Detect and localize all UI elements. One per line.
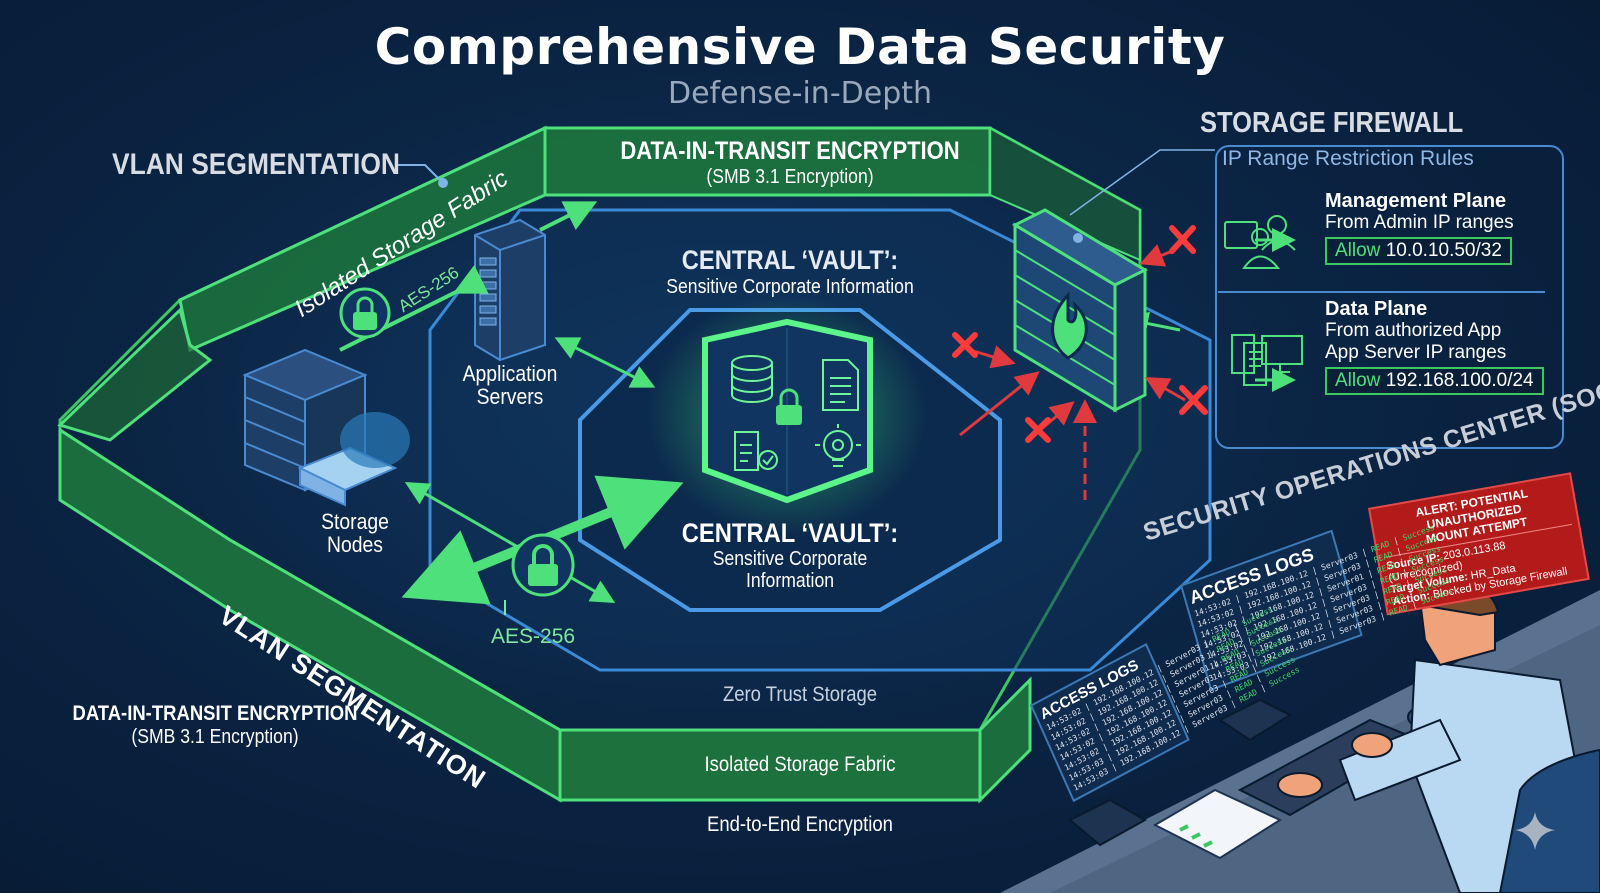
storage-nodes-label-line1: Storage: [321, 509, 389, 534]
rule-description: From Admin IP ranges: [1325, 212, 1514, 233]
zero-trust-storage-label: Zero Trust Storage: [722, 683, 878, 706]
page-subtitle: Defense-in-Depth: [667, 76, 933, 111]
page-title: Comprehensive Data Security: [374, 18, 1226, 76]
central-vault-bottom-title: CENTRAL ‘VAULT’:: [681, 518, 899, 548]
vlan-segmentation-label: VLAN SEGMENTATION: [112, 148, 400, 181]
transit-encryption-top-subtitle: (SMB 3.1 Encryption): [706, 166, 874, 188]
end-to-end-encryption-label: End-to-End Encryption: [707, 813, 893, 836]
firewall-rules-panel: [1215, 145, 1564, 449]
central-vault-top-title: CENTRAL ‘VAULT’:: [681, 245, 899, 275]
lock-icon: [776, 388, 802, 425]
lightbulb-gear-icon: [815, 424, 861, 467]
document-icon: [822, 359, 859, 411]
monitor-stands: [1068, 698, 1293, 847]
firewall-icon: [1011, 149, 1215, 413]
application-servers-label-line2: Servers: [476, 384, 544, 409]
vlan-leader-line: [397, 164, 444, 184]
allow-label: Allow: [1335, 370, 1381, 391]
firewall-rule-management: Management Plane From Admin IP ranges Al…: [1325, 190, 1514, 265]
storage-firewall-title: STORAGE FIREWALL: [1200, 107, 1464, 139]
storage-nodes-label-line2: Nodes: [327, 532, 383, 557]
transit-encryption-top: DATA-IN-TRANSIT ENCRYPTION (SMB 3.1 Encr…: [580, 137, 1000, 189]
firewall-rule-data-plane: Data Plane From authorized App App Serve…: [1325, 298, 1544, 395]
application-servers-label-line1: Application: [462, 361, 558, 386]
app-servers-icon: [1231, 334, 1303, 386]
clipboard-icon: [1152, 788, 1283, 860]
isolated-storage-fabric-bottom-label: Isolated Storage Fabric: [704, 753, 896, 776]
central-vault-top: CENTRAL ‘VAULT’: Sensitive Corporate Inf…: [600, 245, 980, 299]
rule-name: Management Plane: [1325, 190, 1507, 212]
transit-encryption-left-title: DATA-IN-TRANSIT ENCRYPTION: [72, 702, 358, 725]
rule-description-line2: App Server IP ranges: [1325, 342, 1507, 363]
central-vault-bottom: CENTRAL ‘VAULT’: Sensitive Corporate Inf…: [640, 518, 940, 592]
transit-encryption-top-title: DATA-IN-TRANSIT ENCRYPTION: [620, 137, 960, 165]
rule-description-line1: From authorized App: [1325, 320, 1502, 341]
aes-bottom-label: AES-256: [491, 625, 576, 648]
storage-nodes-label: Storage Nodes: [295, 510, 415, 556]
isolated-storage-fabric-ring: [57, 125, 1142, 804]
database-icon: [731, 355, 773, 403]
central-vault-top-subtitle: Sensitive Corporate Information: [666, 276, 914, 298]
allow-rule-box: Allow 192.168.100.0/24: [1325, 367, 1544, 395]
allow-label: Allow: [1335, 240, 1381, 261]
allow-rule-box: Allow 10.0.10.50/32: [1325, 237, 1512, 265]
central-vault-bottom-subtitle-line2: Information: [745, 570, 835, 592]
storage-nodes-icon: [242, 348, 410, 507]
file-check-icon: [734, 431, 778, 471]
transit-encryption-left-subtitle: (SMB 3.1 Encryption): [131, 726, 299, 748]
firewall-subtitle: IP Range Restriction Rules: [1222, 147, 1474, 170]
allow-ip-range: 10.0.10.50/32: [1385, 240, 1502, 261]
application-servers-label: Application Servers: [430, 362, 590, 408]
lock-badge-bottom: [511, 533, 575, 597]
application-server-icon: [474, 218, 546, 362]
blocked-x-marks: [952, 225, 1208, 443]
sparkle-icon: [1515, 812, 1555, 850]
transit-encryption-left: DATA-IN-TRANSIT ENCRYPTION (SMB 3.1 Encr…: [50, 702, 380, 749]
admin-users-icon: [1224, 215, 1296, 269]
lock-badge-top: [339, 287, 391, 339]
allow-ip-range: 192.168.100.0/24: [1385, 370, 1534, 391]
central-vault-bottom-subtitle-line1: Sensitive Corporate: [712, 548, 868, 570]
rule-name: Data Plane: [1325, 298, 1428, 320]
